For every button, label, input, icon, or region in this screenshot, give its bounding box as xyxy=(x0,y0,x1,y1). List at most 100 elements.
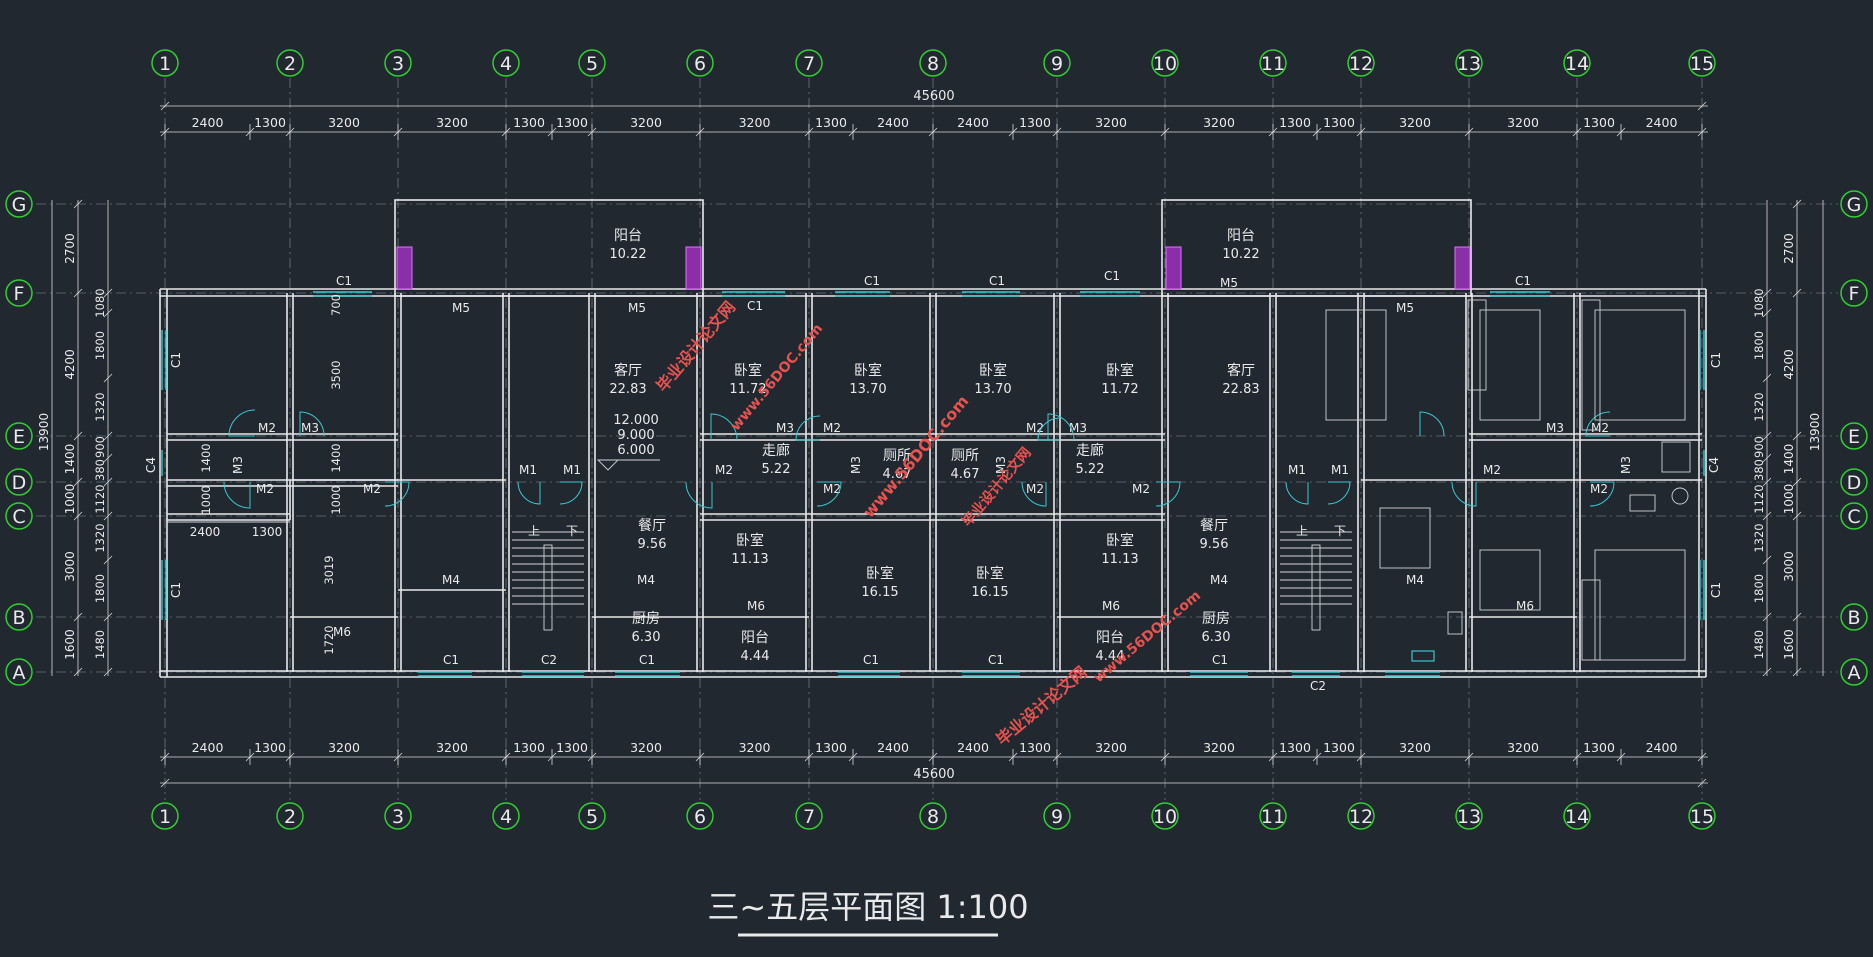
top-dim-label: 3200 xyxy=(1399,115,1431,130)
drawing-title: 三~五层平面图 1:100 xyxy=(707,888,1028,926)
right-inner-dim: 380 xyxy=(1752,459,1766,481)
axis-label-x: 6 xyxy=(694,806,706,828)
left-tick xyxy=(73,511,83,521)
right-tick xyxy=(1792,199,1802,209)
axis-bubble-x xyxy=(1043,802,1071,830)
stair-up: 上 xyxy=(528,524,540,538)
inner-dimension: 1400 xyxy=(199,443,213,472)
axis-label-y: C xyxy=(12,506,25,528)
door-swing xyxy=(1037,417,1061,441)
axis-bubble-x xyxy=(276,49,304,77)
mark-m6: M6 xyxy=(333,625,351,639)
mark-m3: M3 xyxy=(1546,421,1564,435)
right-tick xyxy=(1792,612,1802,622)
right-overall-dim: 13900 xyxy=(1808,413,1822,451)
bottom-tick xyxy=(160,778,170,788)
right-inner-dim: 1480 xyxy=(1752,630,1766,659)
axis-label-y: E xyxy=(1848,426,1860,448)
top-dim-label: 1300 xyxy=(1583,115,1615,130)
axis-bubble-x xyxy=(919,49,947,77)
room-name: 卧室 xyxy=(734,362,762,379)
mark-m5: M5 xyxy=(452,301,470,315)
inner-dimension: 1720 xyxy=(322,625,336,654)
inner-dimension: 1000 xyxy=(329,485,343,514)
left-outer-dim: 1000 xyxy=(63,484,77,515)
axis-bubble-y xyxy=(1840,502,1868,530)
room-area: 11.72 xyxy=(1101,382,1138,397)
top-dim-label: 1300 xyxy=(815,115,847,130)
room-area: 10.22 xyxy=(609,247,646,262)
left-tick xyxy=(103,612,113,622)
mark-m2: M2 xyxy=(823,421,841,435)
axis-bubble-x xyxy=(578,49,606,77)
left-tick xyxy=(103,453,113,463)
mark-m1: M1 xyxy=(1331,463,1349,477)
mark-m4: M4 xyxy=(1210,573,1228,587)
level-mark: 12.000 xyxy=(613,413,659,428)
bottom-tick xyxy=(1697,778,1707,788)
axis-label-x: 1 xyxy=(159,806,171,828)
axis-bubble-x xyxy=(1043,49,1071,77)
room-name: 卧室 xyxy=(976,565,1004,582)
stair-rail xyxy=(1311,544,1321,631)
axis-label-y: F xyxy=(14,283,25,305)
axis-bubble-x xyxy=(1563,49,1591,77)
room-area: 9.56 xyxy=(1200,537,1229,552)
bottom-dim-label: 2400 xyxy=(877,740,909,755)
room-area: 11.13 xyxy=(1101,552,1138,567)
top-dim-label: 1300 xyxy=(254,115,286,130)
room-name: 厕所 xyxy=(951,448,979,464)
axis-label-x: 8 xyxy=(927,806,939,828)
right-tick xyxy=(1792,288,1802,298)
axis-bubble-x xyxy=(1688,802,1716,830)
left-inner-dim: 1320 xyxy=(93,392,107,421)
axis-label-x: 6 xyxy=(694,53,706,75)
left-tick xyxy=(103,555,113,565)
mark-c1: C1 xyxy=(1515,274,1531,288)
right-outer-dim: 1400 xyxy=(1782,444,1796,475)
door-swing xyxy=(1021,481,1047,507)
axis-label-x: 9 xyxy=(1051,806,1063,828)
mark-m3: M3 xyxy=(994,456,1008,474)
axis-bubble-x xyxy=(795,802,823,830)
level-triangle xyxy=(596,459,620,471)
axis-bubble-y xyxy=(1840,603,1868,631)
mark-m1: M1 xyxy=(1288,463,1306,477)
room-area: 5.22 xyxy=(762,462,791,477)
inner-dimension: 1000 xyxy=(199,485,213,514)
left-inner-dim: 1800 xyxy=(93,574,107,603)
room-area: 10.22 xyxy=(1222,247,1259,262)
room-name: 餐厅 xyxy=(638,518,666,534)
room-area: 5.22 xyxy=(1076,462,1105,477)
door-swing xyxy=(685,481,713,509)
room-name: 餐厅 xyxy=(1200,518,1228,534)
room-name: 卧室 xyxy=(1106,362,1134,379)
axis-bubble-x xyxy=(1347,49,1375,77)
bottom-dim-label: 3200 xyxy=(1399,740,1431,755)
mark-c1: C1 xyxy=(1212,653,1228,667)
room-area: 4.44 xyxy=(741,649,770,664)
bottom-dim-label: 3200 xyxy=(1507,740,1539,755)
mark-m3: M3 xyxy=(849,456,863,474)
door-swing xyxy=(559,481,583,505)
stair-up: 上 xyxy=(1296,524,1308,538)
axis-label-x: 12 xyxy=(1349,806,1373,828)
furniture xyxy=(1325,309,1387,421)
axis-bubble-x xyxy=(1259,802,1287,830)
right-tick xyxy=(1792,511,1802,521)
top-dim-label: 3200 xyxy=(1095,115,1127,130)
top-dim-label: 1300 xyxy=(1019,115,1051,130)
axis-label-x: 13 xyxy=(1457,53,1481,75)
axis-bubble-x xyxy=(151,49,179,77)
top-tick xyxy=(160,101,170,111)
inner-dimension: 2400 xyxy=(190,525,221,539)
axis-label-x: 5 xyxy=(586,806,598,828)
door-swing xyxy=(1285,481,1309,505)
axis-bubble-y xyxy=(5,279,33,307)
room-area: 13.70 xyxy=(849,382,886,397)
door-swing xyxy=(1419,411,1445,437)
left-tick xyxy=(73,612,83,622)
mark-m1: M1 xyxy=(563,463,581,477)
axis-label-y: F xyxy=(1849,283,1860,305)
